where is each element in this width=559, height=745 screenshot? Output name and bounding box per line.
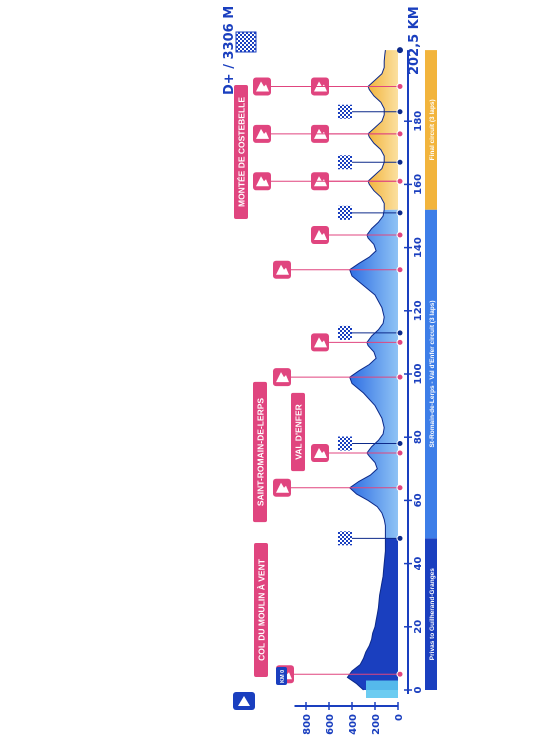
section-bar-1 (425, 538, 437, 690)
climb-dot (396, 177, 404, 185)
climb-dot (396, 449, 404, 457)
climb-dot (396, 130, 404, 138)
climb-name-tag (253, 381, 267, 523)
section-label-1: Privas to Guilherand-Granges (429, 568, 436, 660)
climb-dot (396, 373, 404, 381)
elevation-tick-label: 400 (348, 714, 359, 735)
climb-dot (396, 82, 404, 90)
start-triangle-icon (233, 692, 255, 710)
climb-name-tag (254, 543, 268, 677)
climb-name-label: SAINT-ROMAIN-DE-LERPS (256, 398, 266, 506)
climb-name-label: MONTÉE DE COSTEBELLE (237, 97, 247, 207)
mountain-icon (273, 260, 291, 279)
km-zero-text: KM 0 (280, 670, 286, 683)
mountain-icon (311, 444, 329, 462)
climb-dot (396, 484, 404, 492)
km-tick-label: 140 (413, 237, 424, 258)
climb-name-label: VAL D'ENFER (294, 404, 304, 460)
elevation-tick-label: 200 (371, 714, 382, 735)
start-base-strip (366, 680, 398, 698)
mountain-icon (273, 368, 291, 387)
km-tick-label: 80 (413, 430, 424, 444)
km-tick-label: 20 (413, 620, 424, 634)
elevation-gain-header: D+ / 3306 M (222, 6, 237, 95)
checkered-flag-icon (338, 531, 352, 546)
finish-dot (396, 209, 404, 217)
km-tick-label: 60 (413, 493, 424, 507)
checkered-flag-icon (338, 205, 352, 220)
km-zero-badge: KM 0 (276, 667, 287, 685)
profile-line (346, 50, 386, 691)
profile-area-2 (349, 209, 398, 539)
finish-dot (396, 108, 404, 116)
climb-dot (396, 670, 404, 678)
profile-area-3 (368, 50, 398, 210)
climb-name-tag (234, 85, 248, 219)
finish-dot (396, 329, 404, 337)
climb-name-label: COL DU MOULIN À VENT (257, 558, 267, 661)
checkered-flag-icon (338, 104, 352, 119)
km-tick-label: 120 (413, 300, 424, 321)
finish-dot (396, 534, 404, 542)
climb-dot (396, 338, 404, 346)
elevation-tick-label: 0 (394, 714, 405, 721)
finish-dot (396, 158, 404, 166)
checkered-flag-icon (338, 436, 352, 451)
checkered-flag-icon (235, 31, 257, 53)
profile-area-1 (347, 538, 398, 690)
section-label-2: St-Romain-de-Lerps - Val d'Enfer circuit… (429, 300, 436, 447)
mountain-icon (273, 478, 291, 497)
elevation-gain-text: D+ / 3306 M (222, 6, 237, 95)
profile-area-layer (346, 50, 437, 698)
mountain-icon (311, 225, 329, 244)
finish-dot (396, 440, 404, 448)
finish-dot (397, 47, 403, 54)
checkered-flag-icon (338, 325, 352, 340)
elevation-tick-label: 600 (325, 714, 336, 735)
mountain-icon (253, 77, 271, 96)
mountain-icon (253, 124, 271, 143)
section-bar-2 (425, 209, 437, 539)
mountain-icon (253, 172, 271, 191)
elevation-tick-label: 800 (302, 714, 313, 735)
km-tick-label: 160 (413, 174, 424, 195)
km-tick-label: 0 (413, 686, 424, 693)
km-tick-label: 40 (413, 557, 424, 571)
total-distance: 202,5 KM (407, 6, 422, 75)
axis-layer: 0 20 40 60 80 100 120 140 160 180 0 200 400 600 800 (294, 50, 424, 735)
km-tick-label: 100 (413, 364, 424, 385)
total-distance-text: 202,5 KM (407, 6, 422, 75)
km-tick-label: 180 (413, 111, 424, 132)
labels-layer: Privas to Guilherand-Granges St-Romain-de… (234, 85, 436, 677)
climb-dot (396, 231, 404, 239)
checkered-flag-icon (338, 155, 352, 170)
climb-dot (396, 266, 404, 274)
section-label-3: Final circuit (3 laps) (429, 99, 436, 160)
mountain-icon (311, 333, 329, 352)
section-bar-3 (425, 50, 437, 210)
climb-name-tag (291, 392, 305, 472)
markers-layer (253, 47, 404, 684)
